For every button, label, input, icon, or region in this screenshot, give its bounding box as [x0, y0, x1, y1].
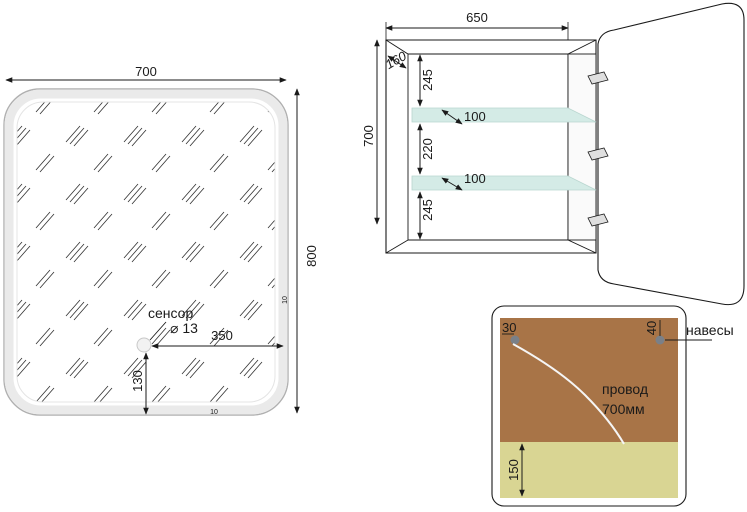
sensor-icon: [136, 337, 152, 353]
sensor-diameter: ⌀ 13: [170, 320, 198, 336]
sensor-offset-y-dim: 130: [130, 370, 145, 392]
back-bottom-panel: [500, 442, 678, 498]
sensor-leader-line: [149, 321, 167, 341]
gap-bottom-dim: 245: [420, 199, 435, 221]
cabinet-depth-dim-line: [387, 55, 407, 69]
hinge-right-offset-dim: 40: [644, 321, 659, 335]
back-view: 30 40 навесы провод 700мм 150: [491, 305, 734, 507]
bottom-panel-dim: 150: [506, 459, 521, 481]
shelf-2-depth-dim-line: [441, 177, 463, 191]
wire-label-line2: 700мм: [602, 401, 645, 417]
sensor-offset-x-dim: 350: [211, 328, 233, 343]
mirror-height-dim: 800: [304, 245, 319, 267]
hinges-label: навесы: [686, 322, 734, 338]
sensor-label: сенсор: [148, 305, 193, 321]
mirror-front-view: 700 800 10 10 сенсор ⌀ 13 350 130: [3, 64, 319, 416]
led-inset-bottom-dim: 10: [210, 409, 218, 416]
shelf-2-depth-dim: 100: [464, 171, 486, 186]
cabinet-height-dim: 700: [361, 125, 376, 147]
wire-label-line1: провод: [602, 381, 648, 397]
cabinet-back-wall: [385, 39, 597, 254]
cabinet-section-view: 650 700 160 245 220 245 100: [361, 2, 745, 306]
door-hinge-middle: [587, 147, 609, 161]
cabinet-door: [597, 2, 745, 306]
cabinet-width-dim: 650: [466, 10, 488, 25]
door-hinge-bottom: [587, 213, 609, 227]
led-inset-side-dim: 10: [282, 296, 289, 304]
hinge-mount-right-icon: [655, 335, 665, 345]
cabinet-shelf-1: [411, 107, 597, 123]
hinge-mount-left-icon: [510, 335, 520, 345]
back-wood-panel: [500, 318, 678, 442]
gap-middle-dim: 220: [420, 138, 435, 160]
wire-line: [512, 343, 625, 445]
gap-top-dim: 245: [420, 69, 435, 91]
door-hinge-top: [587, 71, 609, 85]
mirror-width-dim: 700: [135, 64, 157, 79]
shelf-1-depth-dim-line: [441, 109, 463, 125]
cabinet-body: [385, 39, 597, 254]
cabinet-shelf-2: [411, 175, 597, 191]
shelf-1-depth-dim: 100: [464, 109, 486, 124]
hinge-left-offset-dim: 30: [502, 320, 516, 335]
